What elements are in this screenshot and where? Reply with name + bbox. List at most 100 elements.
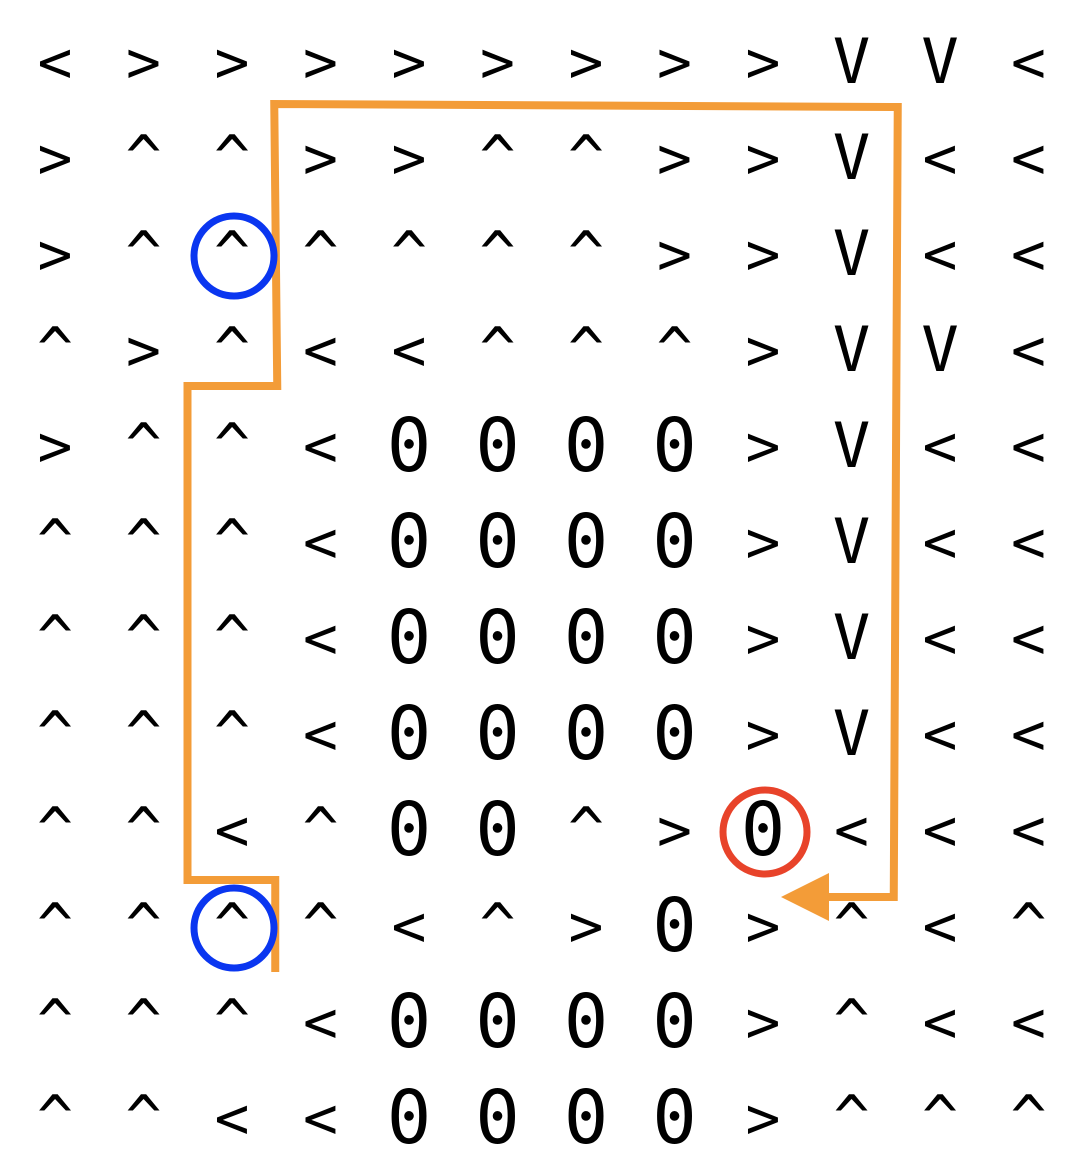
grid-cell-up-arrow: ^	[125, 507, 162, 577]
grid-cell-zero: 0	[563, 691, 609, 777]
grid-cell-up-arrow: ^	[1010, 1083, 1047, 1153]
grid-cell-up-arrow: ^	[213, 315, 251, 385]
grid-cell-right-arrow: >	[745, 700, 781, 768]
grid-cell-left-arrow: <	[1011, 316, 1046, 384]
grid-cell-left-arrow: <	[922, 508, 958, 576]
grid-cell-right-arrow: >	[745, 316, 781, 384]
grid-cell-right-arrow: >	[391, 28, 427, 96]
grid-cell-up-arrow: ^	[213, 411, 251, 481]
grid-cell-right-arrow: >	[745, 892, 781, 960]
grid-cell-left-arrow: <	[922, 412, 958, 480]
grid-cell-right-arrow: >	[657, 28, 692, 96]
grid-cell-left-arrow: <	[391, 892, 427, 960]
grid-cell-zero: 0	[475, 403, 520, 489]
grid-cell-zero: 0	[386, 403, 432, 489]
grid-cell-zero: 0	[652, 499, 697, 585]
grid-cell-up-arrow: ^	[36, 699, 74, 769]
grid-cell-zero: 0	[386, 595, 432, 681]
grid-cell-left-arrow: <	[1011, 508, 1046, 576]
grid-cell-left-arrow: <	[214, 796, 250, 864]
grid-cell-right-arrow: >	[657, 220, 692, 288]
grid-cell-right-arrow: >	[126, 28, 161, 96]
grid-cell-left-arrow: <	[1011, 796, 1046, 864]
grid-cell-down-arrow: V	[832, 25, 871, 98]
grid-cell-right-arrow: >	[657, 796, 692, 864]
grid-cell-up-arrow: ^	[125, 219, 162, 289]
grid-cell-right-arrow: >	[657, 124, 692, 192]
grid-cell-up-arrow: ^	[213, 123, 251, 193]
grid-cell-zero: 0	[475, 787, 520, 873]
grid-cell-up-arrow: ^	[125, 1083, 162, 1153]
grid-cell-up-arrow: ^	[213, 699, 251, 769]
grid-cell-zero: 0	[475, 595, 520, 681]
grid-cell-left-arrow: <	[1011, 28, 1046, 96]
grid-cell-up-arrow: ^	[125, 987, 162, 1057]
grid-cell-zero: 0	[652, 403, 697, 489]
grid-cell-up-arrow: ^	[833, 891, 870, 961]
grid-cell-zero: 0	[563, 499, 609, 585]
grid-cell-down-arrow: V	[832, 313, 871, 386]
grid-cell-up-arrow: ^	[302, 795, 339, 865]
grid-cell-up-arrow: ^	[479, 891, 516, 961]
grid-cell-zero: 0	[652, 595, 697, 681]
grid-cell-up-arrow: ^	[479, 219, 516, 289]
grid-cell-up-arrow: ^	[36, 987, 74, 1057]
grid-cell-right-arrow: >	[126, 316, 161, 384]
grid-cell-left-arrow: <	[214, 1084, 250, 1152]
grid-cell-up-arrow: ^	[479, 123, 516, 193]
grid-cell-right-arrow: >	[745, 604, 781, 672]
grid-cell-up-arrow: ^	[36, 603, 74, 673]
grid-cell-right-arrow: >	[480, 28, 515, 96]
grid-cell-left-arrow: <	[303, 1084, 338, 1152]
grid-cell-zero: 0	[740, 787, 786, 873]
grid-cell-up-arrow: ^	[125, 795, 162, 865]
grid-cell-zero: 0	[475, 1075, 520, 1161]
grid-cell-left-arrow: <	[922, 604, 958, 672]
grid-cell-zero: 0	[652, 691, 697, 777]
grid-cell-up-arrow: ^	[390, 219, 428, 289]
grid-cell-zero: 0	[386, 499, 432, 585]
grid-cell-down-arrow: V	[832, 217, 871, 290]
grid-cell-up-arrow: ^	[567, 219, 605, 289]
grid-cell-up-arrow: ^	[213, 891, 251, 961]
grid-cell-down-arrow: V	[832, 697, 871, 770]
grid-cell-down-arrow: V	[832, 409, 871, 482]
grid-cell-left-arrow: <	[1011, 124, 1046, 192]
grid-cell-left-arrow: <	[834, 796, 869, 864]
path-line	[183, 99, 902, 972]
grid-cell-up-arrow: ^	[36, 315, 74, 385]
grid-cell-right-arrow: >	[745, 124, 781, 192]
grid-cell-right-arrow: >	[745, 28, 781, 96]
grid-cell-up-arrow: ^	[921, 1083, 959, 1153]
grid-cell-up-arrow: ^	[213, 603, 251, 673]
grid-cell-right-arrow: >	[745, 1084, 781, 1152]
grid-cell-left-arrow: <	[1011, 700, 1046, 768]
grid-cell-up-arrow: ^	[833, 1083, 870, 1153]
grid-cell-left-arrow: <	[303, 508, 338, 576]
grid-cell-zero: 0	[563, 595, 609, 681]
grid-cell-down-arrow: V	[921, 313, 959, 386]
grid-cell-up-arrow: ^	[302, 891, 339, 961]
grid-cell-up-arrow: ^	[125, 123, 162, 193]
grid-cell-right-arrow: >	[568, 28, 604, 96]
grid-cell-up-arrow: ^	[125, 891, 162, 961]
red-circle-marker	[719, 786, 811, 878]
grid-cell-left-arrow: <	[922, 988, 958, 1056]
grid-cell-zero: 0	[563, 403, 609, 489]
grid-cell-up-arrow: ^	[833, 987, 870, 1057]
grid-cell-up-arrow: ^	[36, 507, 74, 577]
grid-cell-zero: 0	[386, 691, 432, 777]
grid-cell-zero: 0	[563, 979, 609, 1065]
grid-cell-left-arrow: <	[1011, 988, 1046, 1056]
grid-cell-up-arrow: ^	[213, 219, 251, 289]
grid-cell-up-arrow: ^	[567, 795, 605, 865]
grid-cell-zero: 0	[475, 979, 520, 1065]
grid-cell-right-arrow: >	[37, 220, 73, 288]
grid-cell-up-arrow: ^	[479, 315, 516, 385]
grid-cell-right-arrow: >	[391, 124, 427, 192]
grid-cell-left-arrow: <	[922, 124, 958, 192]
grid-cell-up-arrow: ^	[125, 603, 162, 673]
grid-cell-left-arrow: <	[922, 796, 958, 864]
